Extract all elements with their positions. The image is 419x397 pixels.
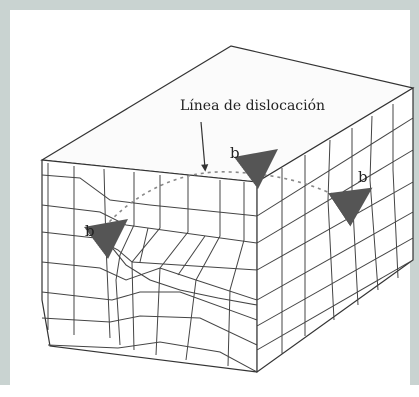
crystal-block bbox=[40, 45, 415, 374]
bottom-strip bbox=[0, 385, 419, 397]
dislocation-line bbox=[99, 171, 363, 233]
burgers-label-right: b bbox=[358, 168, 368, 186]
dislocation-line-label: Línea de dislocación bbox=[180, 98, 325, 114]
burgers-label-top: b bbox=[230, 144, 240, 162]
burgers-vector-arrow-top bbox=[234, 149, 278, 189]
front-face-grid bbox=[41, 163, 258, 373]
burgers-label-left: b bbox=[85, 222, 95, 240]
label-pointer-arrow bbox=[200, 121, 209, 172]
burgers-vector-arrow-left bbox=[84, 219, 128, 259]
burgers-vector-arrow-right bbox=[328, 187, 373, 227]
